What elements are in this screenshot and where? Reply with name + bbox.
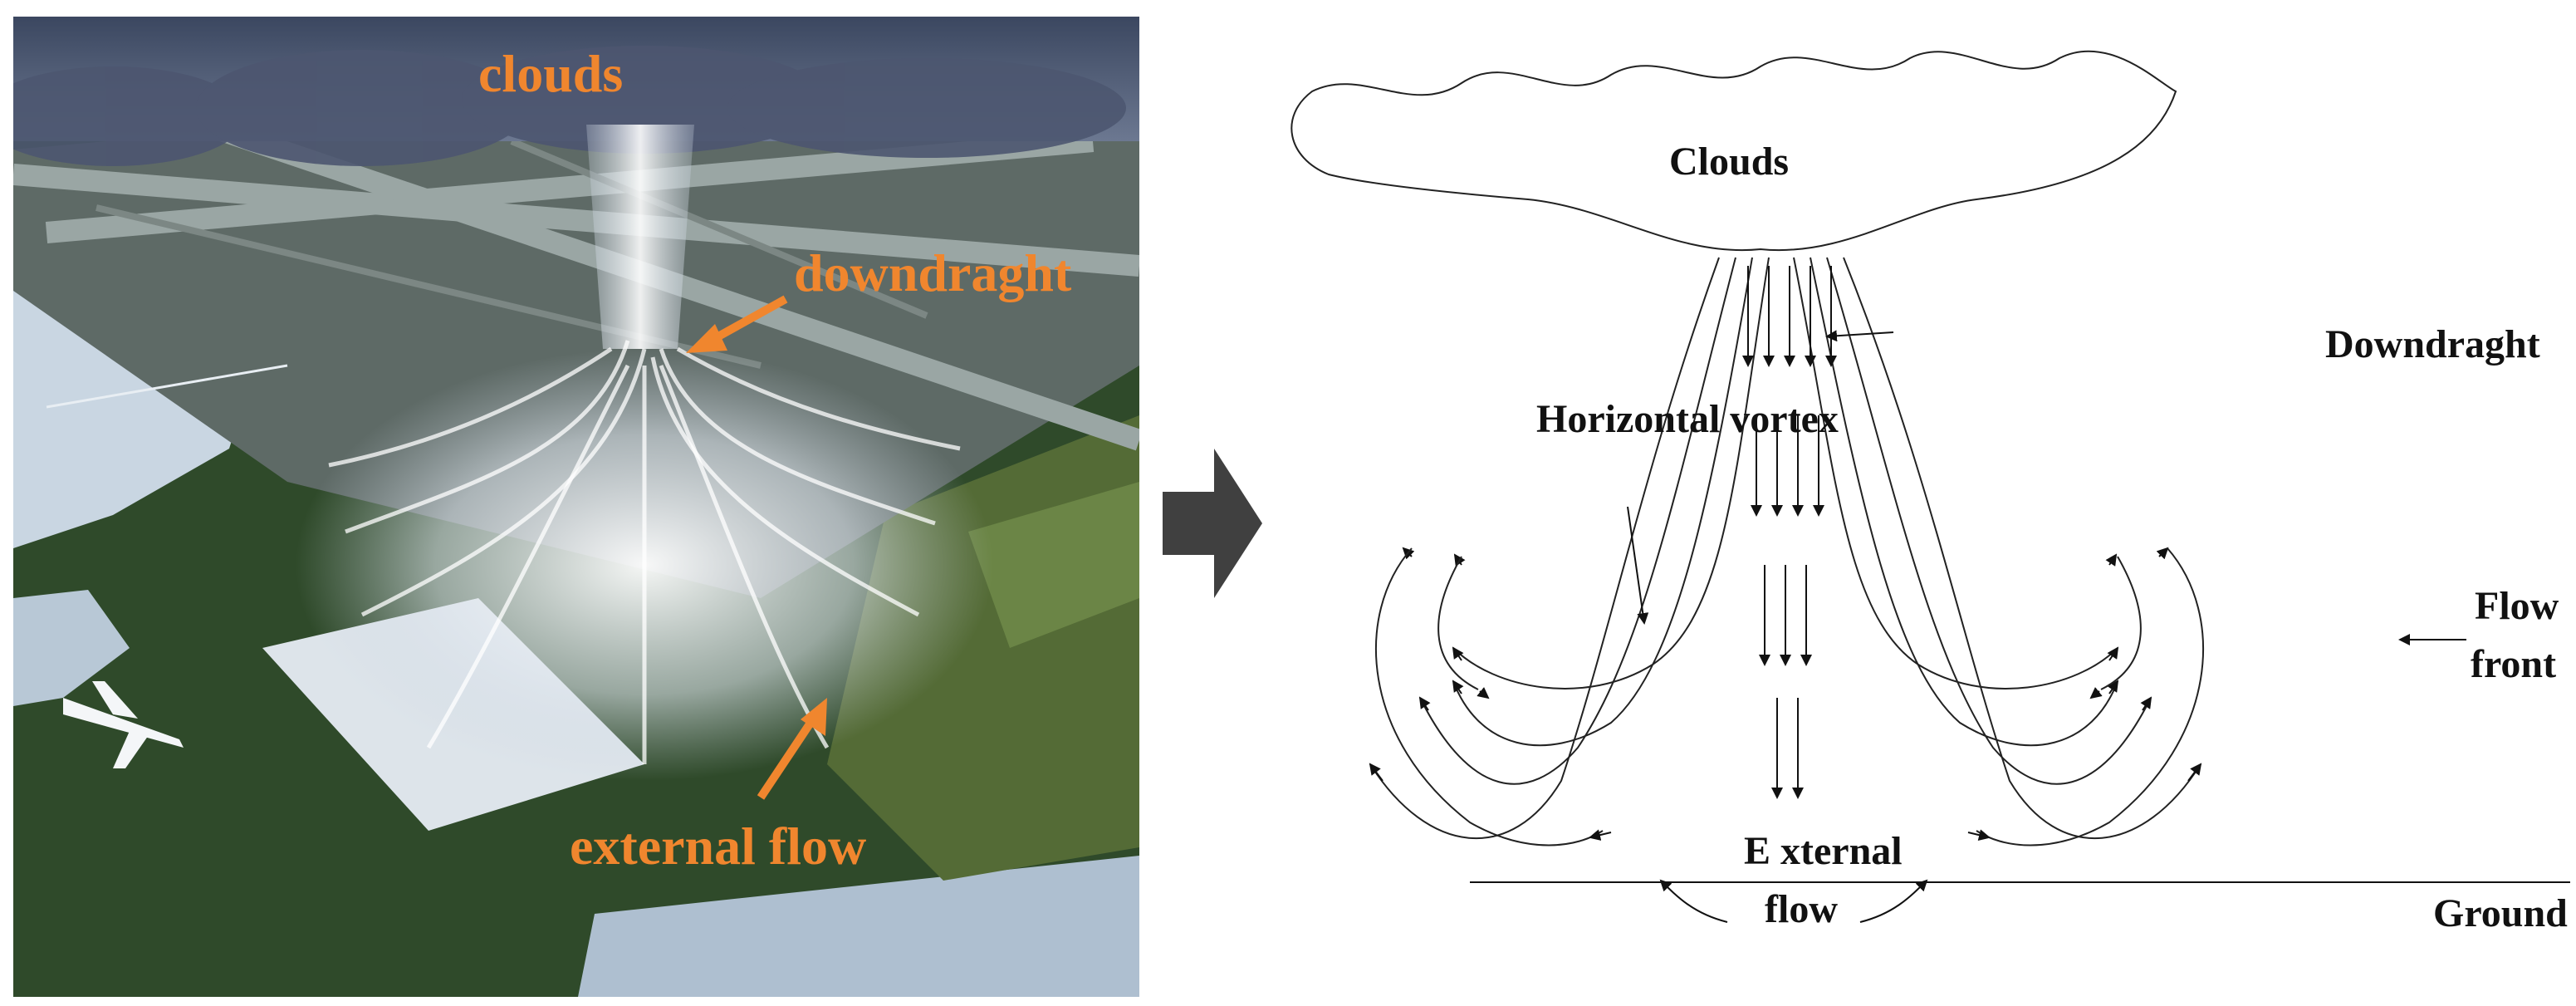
right-arrow-icon bbox=[1163, 449, 1262, 598]
transition-arrow bbox=[1163, 449, 1279, 598]
diagram-label-clouds: Clouds bbox=[1669, 140, 1789, 184]
outflow-streaks bbox=[328, 340, 961, 764]
cloud-outline bbox=[1290, 50, 2177, 252]
downdraught-shaft bbox=[586, 125, 694, 349]
diagram-label-flow-front-line2: front bbox=[2471, 642, 2556, 686]
diagram-label-horizontal-vortex: Horizontal vortex bbox=[1536, 397, 1839, 441]
flow-lines-right bbox=[1793, 257, 2201, 840]
microburst-illustration: clouds downdraght external flow bbox=[13, 17, 1139, 997]
label-leaders bbox=[1627, 330, 2466, 923]
vortex-loop-left bbox=[1375, 547, 1604, 847]
water-bottom bbox=[578, 856, 1139, 997]
schematic-canvas: Clouds bbox=[1290, 50, 2570, 935]
field-patch bbox=[968, 482, 1139, 648]
airplane-icon bbox=[63, 681, 184, 768]
cloud-puffs bbox=[13, 46, 1126, 166]
diagram-label-flow-front-line1: Flow bbox=[2475, 584, 2559, 628]
annotation-arrows bbox=[686, 295, 827, 800]
illustration-canvas: clouds downdraght external flow bbox=[13, 17, 1139, 997]
diagram-label-external-flow-line2: flow bbox=[1765, 887, 1838, 931]
photo-label-external-flow: external flow bbox=[570, 817, 866, 876]
flow-lines-left bbox=[1369, 257, 1770, 840]
vortex-loop-right bbox=[1976, 547, 2204, 847]
contrail bbox=[46, 364, 288, 409]
flow-end-arrows-right bbox=[2105, 547, 2202, 782]
diagram-label-downdraught: Downdraght bbox=[2325, 322, 2540, 366]
water-inlet bbox=[13, 590, 130, 706]
photo-label-clouds: clouds bbox=[478, 44, 623, 103]
diagram-label-ground: Ground bbox=[2433, 891, 2568, 935]
ground-flow-arrows bbox=[1477, 687, 2103, 842]
photo-label-downdraught: downdraght bbox=[794, 243, 1072, 302]
downdraught-arrows bbox=[1742, 266, 1837, 799]
diagram-label-external-flow-line1: E xternal bbox=[1744, 829, 1903, 873]
schematic-diagram: Clouds bbox=[1262, 33, 2576, 997]
